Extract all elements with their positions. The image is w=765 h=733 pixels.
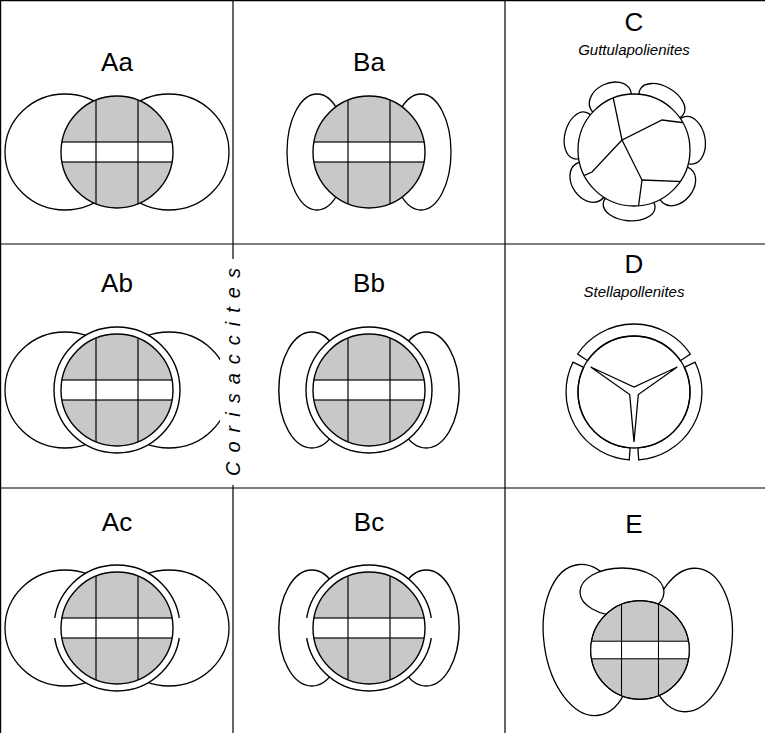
pollen-ba xyxy=(287,92,451,212)
cell-label: D xyxy=(625,250,644,279)
cell-label: Aa xyxy=(101,48,133,77)
pollen-e xyxy=(534,559,739,722)
pollen-aa xyxy=(5,92,229,212)
pollen-ac xyxy=(5,565,229,691)
genus-name: Stellapollenites xyxy=(584,284,685,301)
cell-label: Ba xyxy=(353,48,385,77)
pollen-ab xyxy=(5,327,229,453)
pollen-bc xyxy=(279,565,459,691)
cell-label: E xyxy=(625,510,642,539)
cell-label: Ac xyxy=(102,508,132,537)
pollen-bb xyxy=(279,327,459,453)
cell-label: Bc xyxy=(354,508,384,537)
cell-label: Ab xyxy=(101,269,133,298)
cell-label: Bb xyxy=(353,269,385,298)
group-name: Corisaccites xyxy=(220,259,246,485)
cell-label: C xyxy=(625,8,644,37)
pollen-c xyxy=(559,75,709,223)
genus-name: Guttulapolienites xyxy=(578,42,690,59)
pollen-d xyxy=(566,324,702,460)
